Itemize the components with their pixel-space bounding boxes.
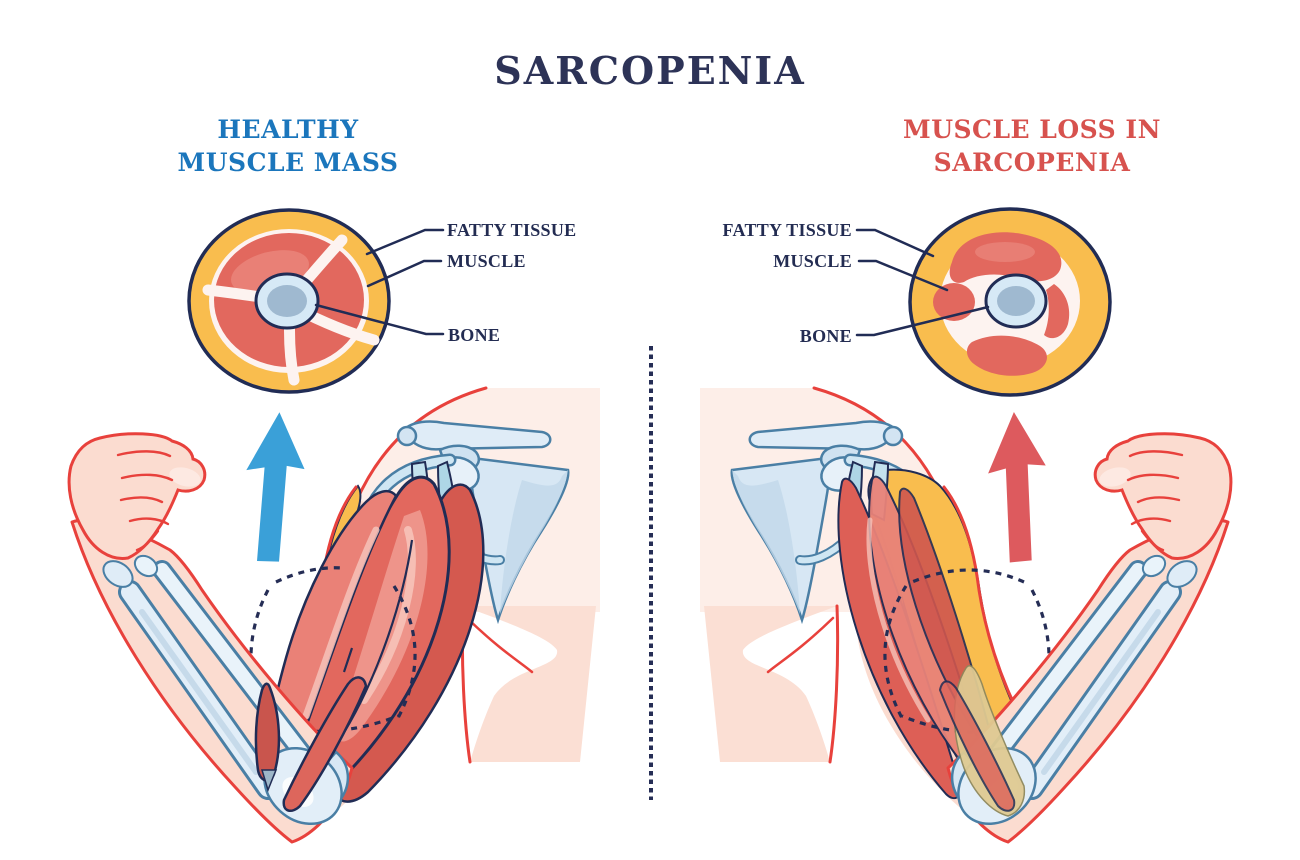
sarcopenia-heading: MUSCLE LOSS IN SARCOPENIA xyxy=(822,113,1242,179)
sarcopenia-up-arrow-icon xyxy=(988,412,1046,563)
sarcopenic-arm-illustration xyxy=(698,386,1231,842)
label-muscle-left: MUSCLE xyxy=(447,251,526,271)
label-fatty-tissue-right: FATTY TISSUE xyxy=(722,220,852,240)
forearm xyxy=(70,518,354,844)
fatty-infiltration xyxy=(938,664,1026,817)
healthy-cross-section xyxy=(187,208,391,394)
label-bone-left: BONE xyxy=(448,325,501,345)
sarcopenia-heading-line2: SARCOPENIA xyxy=(933,148,1131,177)
leader-fatty-left xyxy=(365,228,445,256)
scapula-shade xyxy=(500,470,568,614)
sarcopenia-cross-section xyxy=(908,207,1112,397)
leader-muscle-left xyxy=(366,259,443,288)
healthy-heading-line2: MUSCLE MASS xyxy=(177,148,399,177)
fist xyxy=(67,432,207,560)
healthy-up-arrow-icon xyxy=(246,412,305,562)
leader-lines xyxy=(314,228,990,337)
label-fatty-tissue-left: FATTY TISSUE xyxy=(447,220,577,240)
clavicle-bone xyxy=(402,420,552,451)
leader-muscle-right xyxy=(857,259,949,292)
thumb xyxy=(169,467,201,487)
wrist-bone xyxy=(133,554,159,578)
leader-fatty-right xyxy=(855,228,935,258)
healthy-heading-line1: HEALTHY xyxy=(217,115,359,144)
finger-creases xyxy=(116,450,174,552)
label-bone-right: BONE xyxy=(799,326,852,346)
leader-bone-left xyxy=(314,303,445,336)
diagram-title: SARCOPENIA xyxy=(494,48,806,93)
muscle-tips-over-elbow xyxy=(254,676,368,813)
sarcopenia-heading-line1: MUSCLE LOSS IN xyxy=(903,115,1161,144)
leader-bone-right xyxy=(855,305,990,337)
healthy-heading: HEALTHY MUSCLE MASS xyxy=(78,113,498,179)
wrist-bone xyxy=(102,560,134,588)
healthy-arm-illustration xyxy=(67,386,600,844)
tan-muscle-blob xyxy=(953,664,1026,817)
label-muscle-right: MUSCLE xyxy=(773,251,852,271)
